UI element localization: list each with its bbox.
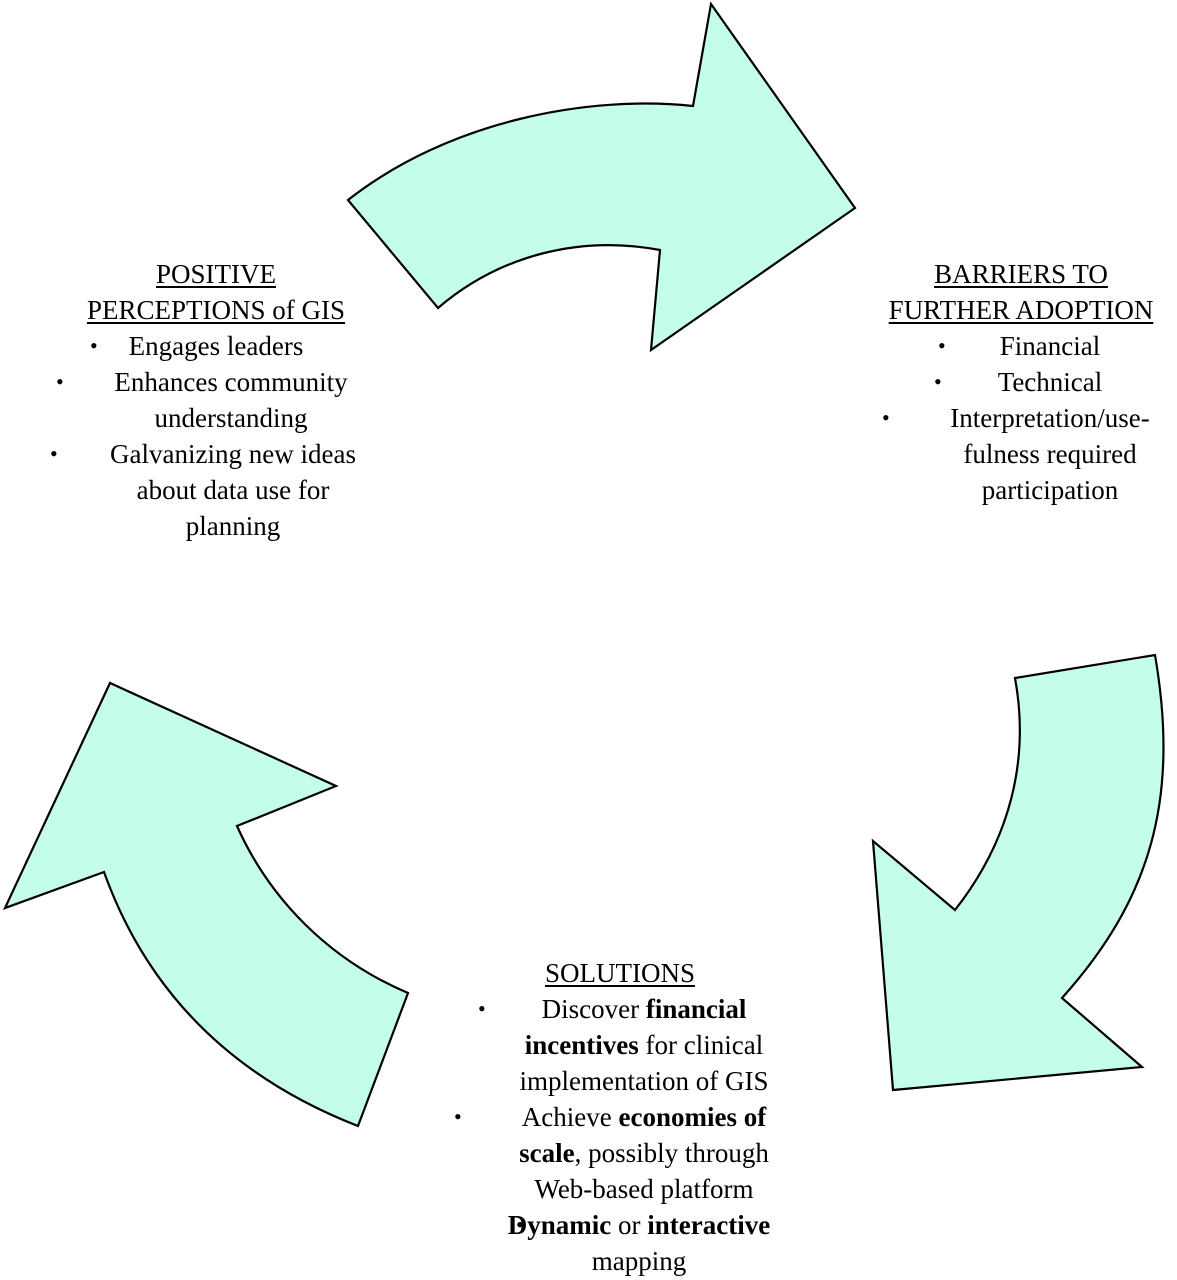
text-run: or (611, 1210, 648, 1240)
bullet-icon: • (882, 405, 890, 430)
barriers-list: • Financial • Technical • Interpretation… (866, 328, 1176, 508)
bullet-icon: • (90, 333, 98, 358)
list-item: • Interpretation/use-fulness required pa… (866, 400, 1176, 508)
barriers-title-line1: BARRIERS TO (934, 259, 1108, 289)
solutions-block: SOLUTIONS • Discover financial incentive… (450, 955, 790, 1279)
barriers-item-text: Financial (999, 331, 1101, 361)
solutions-list: • Discover financial incentives for clin… (450, 991, 790, 1279)
barriers-block: BARRIERS TO FURTHER ADOPTION • Financial… (866, 256, 1176, 508)
text-run: for clinical implementation of GIS (519, 1030, 769, 1096)
list-item: • Engages leaders (40, 328, 392, 364)
text-run: , possibly through Web-based platform (534, 1138, 769, 1204)
barriers-item-text: Interpretation/use-fulness required part… (950, 403, 1150, 505)
list-item: • Technical (866, 364, 1176, 400)
text-run: Discover (541, 994, 646, 1024)
solutions-item-text: Discover financial incentives for clinic… (499, 991, 789, 1099)
list-item: • Galvanizing new ideas about data use f… (40, 436, 392, 544)
positive-item-text: Enhances community understanding (114, 367, 348, 433)
positive-item-text: Engages leaders (128, 331, 304, 361)
bullet-icon: • (938, 333, 946, 358)
barriers-item-text: Technical (997, 367, 1103, 397)
bold-text: economies of scale (519, 1102, 767, 1168)
solutions-item-text: Dynamic or interactive mapping (504, 1207, 774, 1279)
bold-text: interactive (647, 1210, 771, 1240)
list-item: • Enhances community understanding (40, 364, 392, 436)
bold-text: Dynamic (507, 1210, 612, 1240)
solutions-item-text: Achieve economies of scale, possibly thr… (494, 1099, 794, 1207)
list-item: • Financial (866, 328, 1176, 364)
bullet-icon: • (454, 1104, 462, 1129)
bullet-icon: • (50, 441, 58, 466)
arrow-right-curved-down (871, 653, 1165, 1092)
list-item: • Discover financial incentives for clin… (450, 991, 790, 1099)
list-item: • Achieve economies of scale, possibly t… (450, 1099, 790, 1207)
positive-list: • Engages leaders • Enhances community u… (40, 328, 392, 544)
bullet-icon: • (56, 369, 64, 394)
positive-title-line2: PERCEPTIONS of GIS (86, 295, 346, 325)
text-run: mapping (591, 1246, 687, 1276)
positive-title-line1: POSITIVE (156, 259, 276, 289)
arrow-left-curved-up (2, 681, 410, 1128)
text-run: Achieve (521, 1102, 619, 1132)
bold-text: financial incentives (524, 994, 747, 1060)
bullet-icon: • (516, 1212, 524, 1237)
positive-item-text: Galvanizing new ideas about data use for… (110, 439, 356, 541)
positive-perceptions-block: POSITIVE PERCEPTIONS of GIS • Engages le… (40, 256, 392, 544)
bullet-icon: • (934, 369, 942, 394)
barriers-title-line2: FURTHER ADOPTION (888, 295, 1154, 325)
solutions-title: SOLUTIONS (544, 958, 695, 988)
list-item: • Dynamic or interactive mapping (450, 1207, 790, 1279)
arrow-top-curved-right (346, 1, 857, 353)
bullet-icon: • (478, 996, 486, 1021)
